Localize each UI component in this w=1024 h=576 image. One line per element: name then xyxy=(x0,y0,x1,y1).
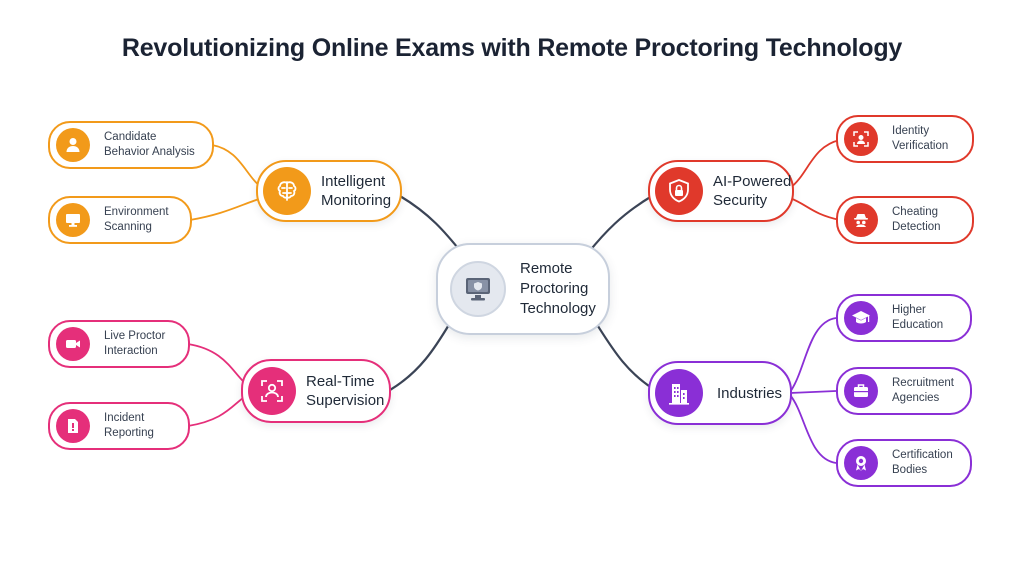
diagram-title: Revolutionizing Online Exams with Remote… xyxy=(121,34,903,62)
leaf-live-proctor-interaction: Live Proctor Interaction xyxy=(48,320,190,368)
link-in-2 xyxy=(789,390,837,394)
leaf-identity-verification: Identity Verification xyxy=(836,115,974,163)
link-center-industries xyxy=(595,322,656,391)
video-camera-icon xyxy=(56,327,90,361)
leaf-label: Environment Scanning xyxy=(104,206,169,233)
branch-intelligent-monitoring: Intelligent Monitoring xyxy=(256,160,402,222)
link-ai-2 xyxy=(789,197,841,221)
user-icon xyxy=(56,128,90,162)
leaf-label: Incident Reporting xyxy=(104,412,154,439)
leaf-recruitment-agencies: Recruitment Agencies xyxy=(836,367,972,415)
branch-real-time-supervision: Real-Time Supervision xyxy=(241,359,391,423)
center-node: Remote Proctoring Technology xyxy=(436,243,610,335)
leaf-certification-bodies: Certification Bodies xyxy=(836,439,972,487)
link-in-1 xyxy=(789,317,837,393)
leaf-label: Recruitment Agencies xyxy=(892,377,954,404)
branch-label: Real-Time Supervision xyxy=(306,373,385,409)
branch-ai-powered-security: AI-Powered Security xyxy=(648,160,794,222)
link-im-2 xyxy=(189,197,263,221)
monitor-shield-icon xyxy=(450,261,506,317)
leaf-label: Cheating Detection xyxy=(892,206,941,233)
link-center-ai xyxy=(587,195,653,254)
shield-lock-icon xyxy=(655,167,703,215)
monitor-icon xyxy=(56,203,90,237)
brain-icon xyxy=(263,167,311,215)
report-alert-icon xyxy=(56,409,90,443)
user-focus-icon xyxy=(248,367,296,415)
leaf-label: Candidate Behavior Analysis xyxy=(104,131,195,158)
buildings-icon xyxy=(655,369,703,417)
center-label: Remote Proctoring Technology xyxy=(520,260,596,317)
briefcase-icon xyxy=(844,374,878,408)
link-center-intelligent xyxy=(399,195,463,254)
leaf-label: Higher Education xyxy=(892,304,944,331)
leaf-higher-education: Higher Education xyxy=(836,294,972,342)
branch-label: AI-Powered Security xyxy=(713,173,792,209)
link-center-realtime xyxy=(389,322,451,391)
link-ai-1 xyxy=(789,139,841,189)
leaf-incident-reporting: Incident Reporting xyxy=(48,402,190,450)
leaf-label: Certification Bodies xyxy=(892,449,953,476)
branch-label: Intelligent Monitoring xyxy=(321,173,392,209)
leaf-cheating-detection: Cheating Detection xyxy=(836,196,974,244)
link-rt-2 xyxy=(187,394,248,427)
graduation-cap-icon xyxy=(844,301,878,335)
branch-label: Industries xyxy=(717,384,783,402)
leaf-label: Live Proctor Interaction xyxy=(104,330,166,357)
award-badge-icon xyxy=(844,446,878,480)
leaf-environment-scanning: Environment Scanning xyxy=(48,196,192,244)
face-scan-icon xyxy=(844,122,878,156)
leaf-candidate-behavior-analysis: Candidate Behavior Analysis xyxy=(48,121,214,169)
spy-icon xyxy=(844,203,878,237)
leaf-label: Identity Verification xyxy=(892,125,949,152)
branch-industries: Industries xyxy=(648,361,792,425)
link-in-3 xyxy=(789,394,837,464)
link-rt-1 xyxy=(187,343,248,386)
link-im-1 xyxy=(211,144,263,189)
